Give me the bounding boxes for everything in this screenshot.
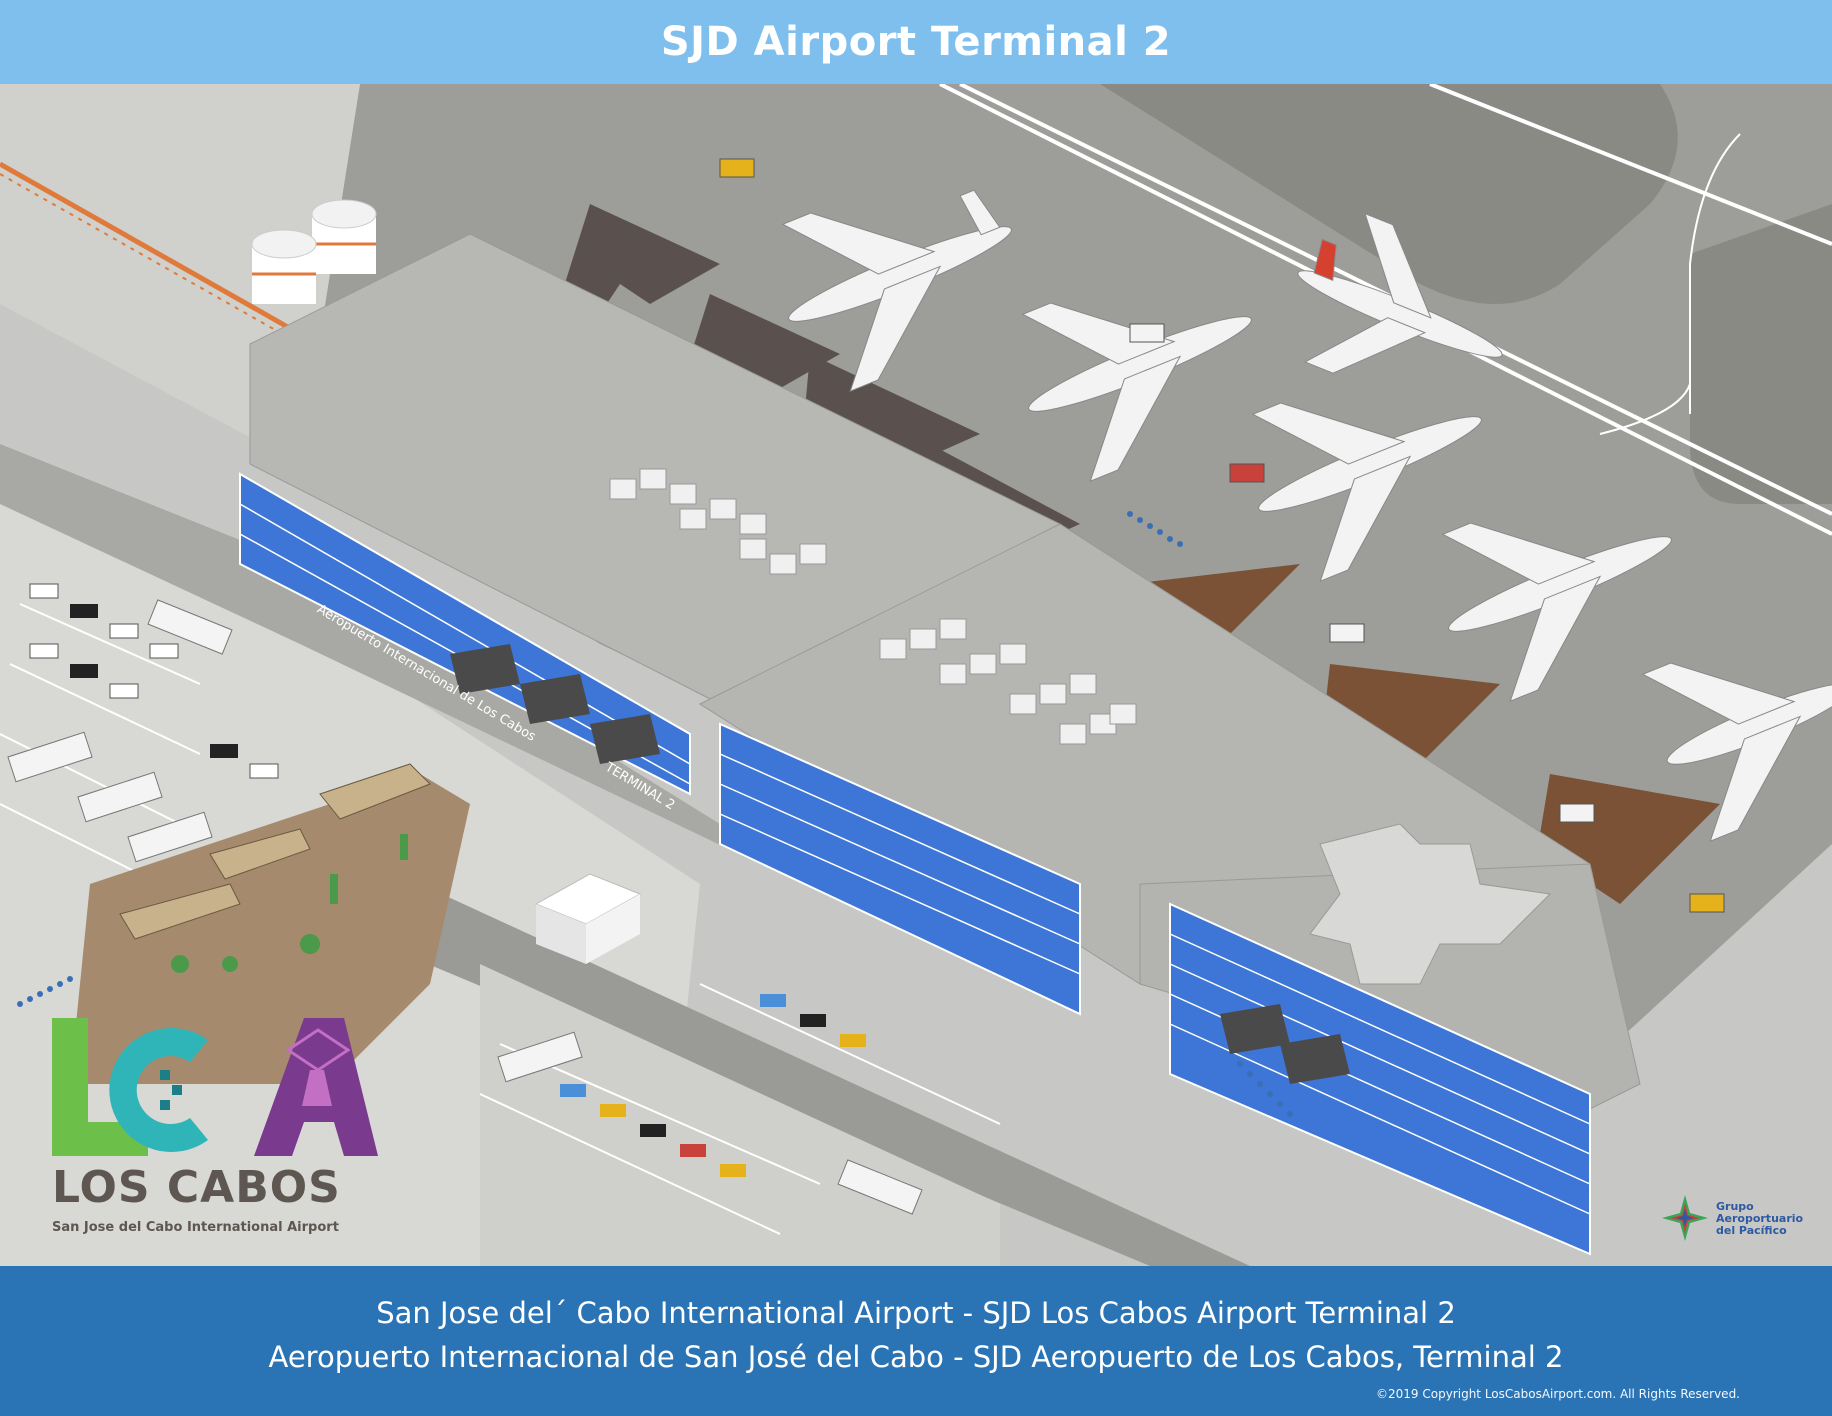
footer-bar: San Jose del´ Cabo International Airport… — [0, 1266, 1832, 1416]
parked-cars — [29, 583, 866, 1177]
footer-line-english: San Jose del´ Cabo International Airport… — [376, 1296, 1456, 1330]
header-bar: SJD Airport Terminal 2 — [0, 0, 1832, 84]
lca-logo-icon — [52, 1018, 378, 1156]
gap-star-icon — [1662, 1195, 1708, 1241]
taxiway-right — [1690, 204, 1832, 504]
buses — [7, 599, 923, 1215]
people — [17, 511, 1293, 1117]
lower-road — [380, 884, 1250, 1266]
rooftop-cross — [1309, 823, 1552, 985]
entrance-canopies — [450, 644, 1350, 1084]
fuel-tanks — [251, 199, 377, 304]
terminal-map — [0, 84, 1832, 1266]
logo-subtitle: San Jose del Cabo International Airport — [52, 1220, 339, 1235]
cacti — [171, 834, 408, 973]
gap-name: Grupo Aeroportuario del Pacífico — [1716, 1200, 1804, 1237]
pavilions — [119, 763, 431, 940]
airplanes — [781, 189, 1832, 843]
service-building — [534, 873, 642, 964]
gap-logo: Grupo Aeroportuario del Pacífico — [1660, 1193, 1810, 1249]
page-title: SJD Airport Terminal 2 — [660, 19, 1172, 65]
glass-facade-center — [719, 722, 1081, 1016]
road — [0, 444, 760, 864]
taxiway — [1100, 84, 1678, 304]
parking-stripes — [0, 603, 1001, 1235]
desert-area — [70, 774, 470, 1084]
los-cabos-logo: LOS CABOS San Jose del Cabo Internationa… — [48, 1010, 378, 1255]
ground-vehicles — [719, 158, 1725, 913]
footer-line-spanish: Aeropuerto Internacional de San José del… — [268, 1340, 1564, 1374]
rooftop-units — [609, 468, 1137, 745]
copyright-notice: ©2019 Copyright LosCabosAirport.com. All… — [1376, 1387, 1740, 1401]
logo-brand: LOS CABOS — [52, 1162, 341, 1213]
